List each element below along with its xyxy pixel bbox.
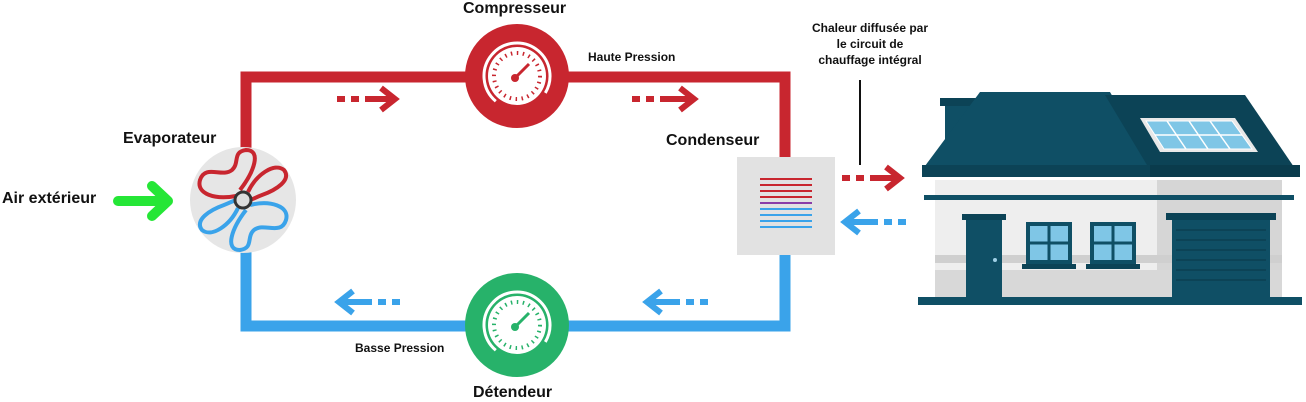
heat-note-line-3: chauffage intégral [818, 53, 922, 67]
low-pressure-label: Basse Pression [355, 341, 445, 355]
flow-arrow-hot-right [632, 85, 699, 113]
house-icon [918, 92, 1302, 305]
heat-note-line-2: le circuit de [836, 37, 904, 51]
gauge-icon [482, 41, 552, 111]
flow-arrow-cold-right [642, 288, 708, 316]
high-pressure-label: Haute Pression [588, 50, 676, 64]
compressor-gauge [465, 24, 569, 128]
heat-note: Chaleur diffusée par le circuit de chauf… [795, 20, 945, 68]
outside-air-label: Air extérieur [2, 190, 97, 207]
flow-arrow-cold-left [334, 288, 400, 316]
expander-label: Détendeur [473, 384, 553, 401]
expander-gauge [465, 273, 569, 377]
flow-arrow-hot-left [337, 85, 400, 113]
solar-panel-icon [1145, 120, 1253, 150]
condenser-unit [737, 157, 835, 255]
heat-note-line-1: Chaleur diffusée par [811, 21, 929, 35]
compressor-label: Compresseur [463, 0, 567, 17]
heat-return-arrow [840, 208, 906, 236]
outside-air-arrow [113, 181, 173, 221]
evaporator-label: Evaporateur [123, 130, 217, 147]
gauge-icon [482, 290, 552, 360]
heat-out-arrow [842, 164, 905, 192]
fan-icon [190, 147, 296, 253]
condenser-label: Condenseur [666, 132, 760, 149]
